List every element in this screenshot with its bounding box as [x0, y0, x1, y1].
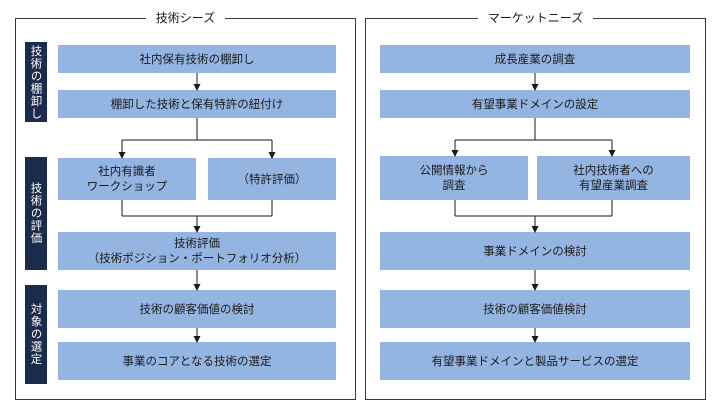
- right-panel-title: マーケットニーズ: [366, 10, 705, 26]
- left-panel: 技術シーズ: [15, 11, 356, 400]
- box-core-tech-selection: 事業のコアとなる技術の選定: [58, 342, 336, 380]
- box-growth-industry-survey: 成長産業の調査: [380, 45, 690, 73]
- section-tech-inventory: 技術の棚卸し: [25, 42, 47, 122]
- box-engineer-survey: 社内技術者への 有望産業調査: [537, 156, 690, 200]
- left-panel-title: 技術シーズ: [16, 10, 355, 26]
- box-public-info-research: 公開情報から 調査: [380, 156, 528, 200]
- box-domain-review: 事業ドメインの検討: [380, 232, 690, 270]
- box-tech-patent-linking: 棚卸した技術と保有特許の紐付け: [58, 90, 336, 118]
- box-tech-evaluation: 技術評価 （技術ポジション・ポートフォリオ分析）: [58, 232, 336, 270]
- section-target-selection: 対象の選定: [25, 285, 47, 384]
- box-tech-inventory: 社内保有技術の棚卸し: [58, 45, 336, 73]
- box-customer-value-review: 技術の顧客価値検討: [380, 290, 690, 328]
- box-expert-workshop: 社内有識者 ワークショップ: [58, 158, 196, 200]
- box-domain-setting: 有望事業ドメインの設定: [380, 90, 690, 118]
- section-tech-evaluation: 技術の評価: [25, 157, 47, 270]
- box-final-selection: 有望事業ドメインと製品サービスの選定: [380, 342, 690, 380]
- box-patent-evaluation: （特許評価）: [208, 158, 336, 200]
- box-tech-customer-value: 技術の顧客価値の検討: [58, 290, 336, 328]
